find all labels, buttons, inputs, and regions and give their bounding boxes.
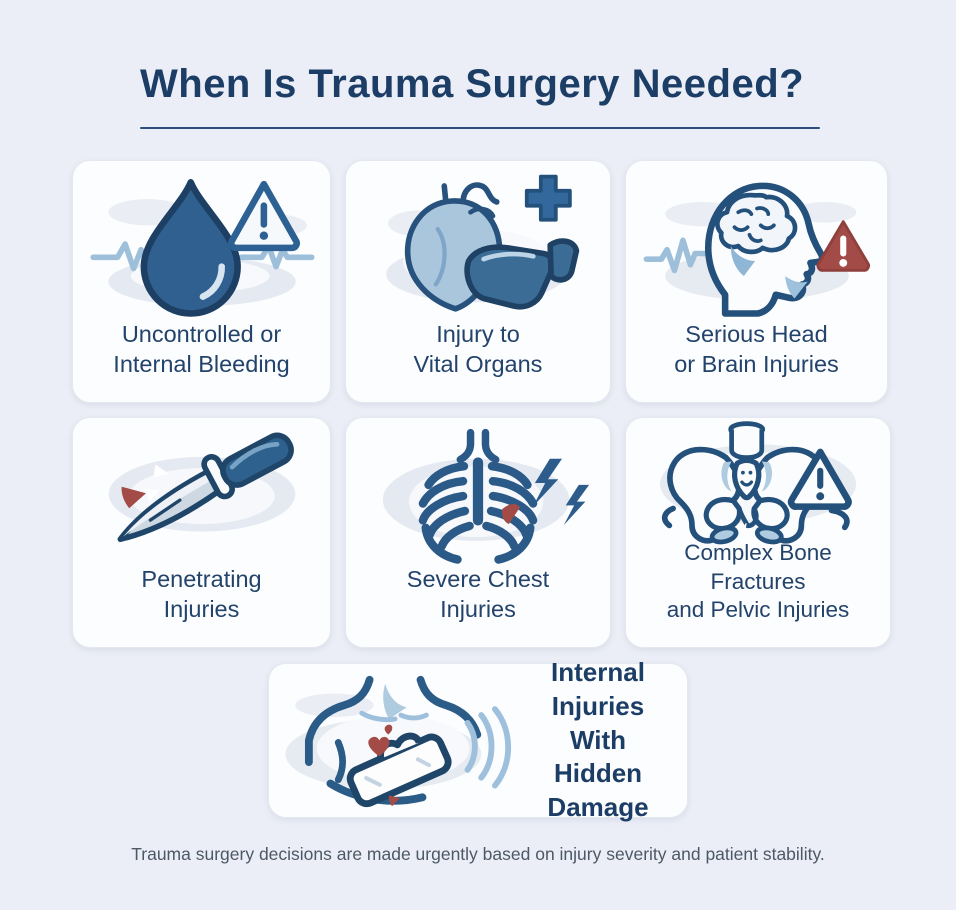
- card-severe-chest: Severe Chest Injuries: [345, 417, 611, 648]
- card-label: Serious Head or Brain Injuries: [674, 321, 839, 378]
- card-head-brain: Serious Head or Brain Injuries: [625, 160, 888, 403]
- knife-icon: [79, 428, 324, 565]
- page-title: When Is Trauma Surgery Needed?: [140, 62, 805, 106]
- ribcage-lightning-icon: [352, 428, 604, 565]
- card-uncontrolled-bleeding: Uncontrolled or Internal Bleeding: [72, 160, 331, 403]
- card-bone-fractures: Complex Bone Fractures and Pelvic Injuri…: [625, 417, 891, 648]
- card-label: Penetrating Injuries: [141, 566, 262, 623]
- blood-drop-warning-icon: [79, 171, 324, 320]
- card-penetrating: Penetrating Injuries: [72, 417, 331, 648]
- card-internal-hidden-damage: Internal Injuries With Hidden Damage: [268, 657, 688, 822]
- heart-liver-cross-icon: [352, 171, 604, 320]
- card-label: Uncontrolled or Internal Bleeding: [113, 321, 290, 378]
- card-label: Internal Injuries With Hidden Damage: [547, 657, 649, 823]
- pelvis-warning-icon: [632, 420, 884, 544]
- card-vital-organs: Injury to Vital Organs: [345, 160, 611, 403]
- card-label: Severe Chest Injuries: [406, 566, 550, 623]
- title-underline: [140, 127, 820, 129]
- torso-bandage-icon: [273, 670, 523, 811]
- card-label: Injury to Vital Organs: [413, 321, 543, 378]
- card-label: Complex Bone Fractures and Pelvic Injuri…: [666, 540, 850, 623]
- footer-note: Trauma surgery decisions are made urgent…: [131, 844, 825, 864]
- head-brain-warning-icon: [632, 171, 881, 320]
